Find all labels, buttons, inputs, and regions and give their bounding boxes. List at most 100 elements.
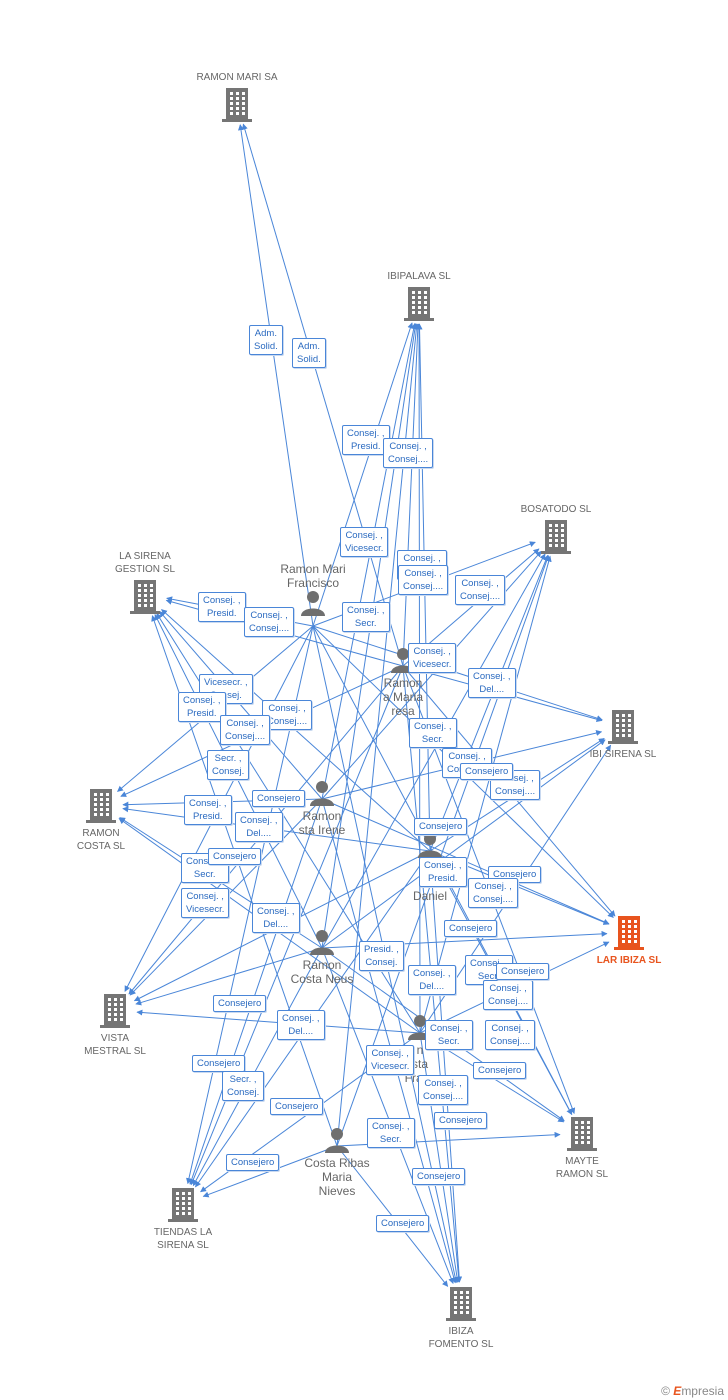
edge-label[interactable]: Consej. , Del.... [252,903,300,933]
edge-label[interactable]: Consej. , Secr. [425,1020,473,1050]
edge-label[interactable]: Consejero [434,1112,488,1129]
edge-label[interactable]: Adm. Solid. [292,338,326,368]
building-icon [563,710,683,744]
logo-initial: E [673,1384,682,1398]
edge-label[interactable]: Consej. , Del.... [277,1010,325,1040]
person-icon [258,590,368,619]
edge-label[interactable]: Consej. , Secr. [342,602,390,632]
edge-label[interactable]: Consej. , Consej.... [383,438,434,468]
edge-label[interactable]: Consejero [213,995,267,1012]
edge-label[interactable]: Consej. , Vicesecr. [366,1045,415,1075]
edge-label[interactable]: Consej. , Consej.... [455,575,506,605]
edge-label[interactable]: Consej. , Consej.... [262,700,313,730]
company-node-bosatodo-sl[interactable]: BOSATODO SL [496,503,616,554]
building-icon [522,1117,642,1151]
company-node-ramon-mari-sa[interactable]: RAMON MARI SA [177,71,297,122]
company-label: IBIZA FOMENTO SL [428,1326,494,1350]
edge-ramon-costa-neus-to-ibi-sirena-sl [321,739,606,949]
edge-label[interactable]: Consej. , Del.... [408,965,456,995]
building-icon [55,994,175,1028]
company-label: LA SIRENA GESTION SL [114,551,175,575]
person-node-costa-ribas-maria-nieves[interactable]: Costa Ribas Maria Nieves [282,1127,392,1198]
edge-label[interactable]: Consejero [496,963,550,980]
edge-ramon-costa-neus-to-bosatodo-sl [321,553,546,949]
person-label: Ramon Mari Francisco [280,562,346,590]
edge-label[interactable]: Consejero [414,818,468,835]
edge-francisco-to-ibiza-fomento-sl [419,1032,460,1283]
edge-francisco-to-bosatodo-sl [419,555,552,1034]
edge-label[interactable]: Consej. , Del.... [235,812,283,842]
edge-label[interactable]: Consejero [412,1168,466,1185]
building-icon [496,520,616,554]
building-icon [359,287,479,321]
edge-ramon-costa-neus-to-ibiza-fomento-sl [321,947,454,1285]
person-node-ramon-costa-neus[interactable]: Ramon Costa Neus [267,929,377,986]
company-node-ibipalava-sl[interactable]: IBIPALAVA SL [359,270,479,321]
building-icon [123,1188,243,1222]
empresia-logo: © Empresia [661,1384,724,1398]
edge-label[interactable]: Consej. , Presid. [184,795,232,825]
edge-ramon-mari-francisco-to-ramon-mari-sa [238,124,314,627]
edge-ramon-mari-francisco-to-ibipalava-sl [312,322,414,627]
company-label: BOSATODO SL [520,504,592,515]
edge-label[interactable]: Consejero [252,790,306,807]
edge-label[interactable]: Consej. , Consej.... [485,1020,536,1050]
building-icon [401,1287,521,1321]
company-node-vista-mestral-sl[interactable]: VISTA MESTRAL SL [55,994,175,1058]
edge-label[interactable]: Consej. , Presid. [178,692,226,722]
person-node-ramon-costa-irene[interactable]: Ramon sta Irene [267,780,377,837]
edge-ramon-costa-neus-to-tiendas-la-sirena-sl [192,947,323,1187]
edge-label[interactable]: Consejero [376,1215,430,1232]
edge-label[interactable]: Consejero [208,848,262,865]
edge-label[interactable]: Consejero [473,1062,527,1079]
edge-label[interactable]: Consejero [444,920,498,937]
edge-label[interactable]: Consej. , Consej.... [468,878,519,908]
company-label: LAR IBIZA SL [596,955,662,966]
edge-label[interactable]: Consej. , Consej.... [244,607,295,637]
copyright-symbol: © [661,1384,670,1398]
building-icon [177,88,297,122]
company-label: MAYTE RAMON SL [555,1156,609,1180]
edge-label[interactable]: Consej. , Presid. [198,592,246,622]
company-node-tiendas-la-sirena-sl[interactable]: TIENDAS LA SIRENA SL [123,1188,243,1252]
edge-ramon-costa-irene-to-ibiza-fomento-sl [321,798,457,1284]
company-node-ramon-costa-sl[interactable]: RAMON COSTA SL [41,789,161,853]
edge-label[interactable]: Consej. , Consej.... [220,715,271,745]
edge-label[interactable]: Consej. , Vicesecr. [340,527,389,557]
edge-label[interactable]: Consejero [192,1055,246,1072]
edge-label[interactable]: Consejero [226,1154,280,1171]
person-label: Costa Ribas Maria Nieves [304,1156,370,1198]
company-label: RAMON COSTA SL [76,828,126,852]
person-node-ramon-maria-teresa[interactable]: Ramon a Maria resa [348,647,458,718]
person-label: Ramon Costa Neus [290,958,354,986]
company-node-ibi-sirena-sl[interactable]: IBI SIRENA SL [563,710,683,761]
company-node-la-sirena-gestion-sl[interactable]: LA SIRENA GESTION SL [85,550,205,614]
person-icon [375,832,485,861]
company-label: IBI SIRENA SL [589,749,657,760]
company-node-mayte-ramon-sl[interactable]: MAYTE RAMON SL [522,1117,642,1181]
edge-ramon-costa-neus-to-la-sirena-gestion-sl [154,614,323,949]
edge-ramon-costa-irene-to-tiendas-la-sirena-sl [188,798,323,1185]
edge-label[interactable]: Consej. , Presid. [419,857,467,887]
edge-label[interactable]: Consej. , Consej.... [418,1075,469,1105]
edge-label[interactable]: Adm. Solid. [249,325,283,355]
edge-label[interactable]: Consej. , Secr. [367,1118,415,1148]
person-node-ramon-mari-francisco[interactable]: Ramon Mari Francisco [258,562,368,619]
company-node-lar-ibiza-sl[interactable]: LAR IBIZA SL [569,916,689,967]
edge-label[interactable]: Consejero [460,763,514,780]
edge-label[interactable]: Consej. , Del.... [468,668,516,698]
edge-label[interactable]: Secr. , Consej. [207,750,250,780]
edge-label[interactable]: Secr. , Consej. [222,1071,265,1101]
edge-label[interactable]: Consej. , Consej.... [398,565,449,595]
edge-label[interactable]: Consej. , Vicesecr. [408,643,457,673]
edge-label[interactable]: Consejero [270,1098,324,1115]
edge-daniel-to-ibiza-fomento-sl [429,850,463,1283]
company-node-ibiza-fomento-sl[interactable]: IBIZA FOMENTO SL [401,1287,521,1351]
edge-label[interactable]: Consej. , Vicesecr. [181,888,230,918]
person-icon [282,1127,392,1156]
edge-label[interactable]: Consej. , Consej.... [483,980,534,1010]
company-label: RAMON MARI SA [196,72,278,83]
person-label: Ramon sta Irene [298,809,346,837]
edge-label[interactable]: Presid. , Consej. [359,941,404,971]
edge-label[interactable]: Consej. , Secr. [409,718,457,748]
